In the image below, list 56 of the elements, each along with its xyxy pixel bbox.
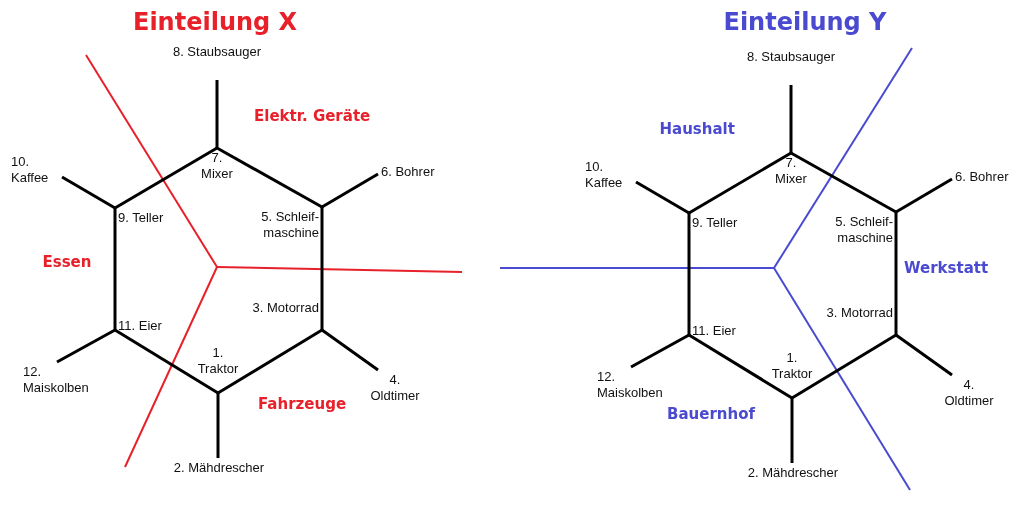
item-label: 9. Teller — [115, 208, 181, 236]
item-label: 2. Mähdrescher — [742, 463, 844, 501]
item-label: 11. Eier — [689, 321, 747, 341]
item-label: 12. Maiskolben — [20, 362, 106, 398]
item-label: 6. Bohrer — [378, 162, 452, 182]
item-label: 8. Staubsauger — [168, 42, 266, 80]
item-label: 2. Mähdrescher — [168, 458, 270, 496]
connector-line — [687, 213, 691, 335]
item-label: 10. Kaffee — [8, 152, 62, 190]
category-label: Werkstatt — [904, 259, 989, 277]
item-label: 3. Motorrad — [822, 303, 896, 335]
item-label: 10. Kaffee — [582, 157, 636, 195]
item-label: 4. Oldtimer — [362, 370, 428, 404]
item-label: 6. Bohrer — [952, 167, 1020, 187]
item-label: 4. Oldtimer — [936, 375, 1002, 409]
connector-line — [790, 398, 794, 463]
connector-line — [895, 333, 953, 377]
connector-line — [113, 208, 117, 330]
item-label: 1. Traktor — [194, 343, 242, 393]
connector-line — [217, 328, 323, 395]
connector-line — [789, 85, 793, 153]
connector-line — [216, 146, 323, 209]
connector-line — [895, 177, 953, 214]
item-label: 8. Staubsauger — [742, 47, 840, 85]
connector-line — [635, 180, 690, 215]
connector-line — [215, 80, 219, 148]
category-label: Bauernhof — [667, 405, 755, 423]
item-label: 5. Schleif- maschine — [822, 212, 896, 268]
connector-line — [61, 175, 116, 210]
connector-line — [630, 333, 690, 369]
item-label: 7. Mixer — [195, 148, 239, 186]
category-label: Essen — [42, 253, 92, 271]
connector-line — [321, 328, 379, 372]
connector-line — [114, 328, 219, 395]
connector-line — [894, 212, 898, 335]
item-label: 5. Schleif- maschine — [248, 207, 322, 263]
connector-line — [216, 393, 220, 458]
connector-line — [790, 151, 897, 214]
panel-title: Einteilung Y — [723, 8, 887, 36]
item-label: 1. Traktor — [768, 348, 816, 398]
category-label: Fahrzeuge — [258, 395, 347, 413]
connector-line — [688, 151, 792, 215]
connector-line — [114, 146, 218, 210]
connector-line — [321, 172, 379, 209]
item-label: 9. Teller — [689, 213, 755, 241]
item-label: 3. Motorrad — [248, 298, 322, 330]
item-label: 12. Maiskolben — [594, 367, 680, 403]
connector-line — [688, 333, 793, 400]
connector-line — [320, 207, 324, 330]
connector-line — [56, 328, 116, 364]
item-label: 7. Mixer — [769, 153, 813, 191]
category-label: Haushalt — [659, 120, 735, 138]
connector-line — [791, 333, 897, 400]
panel-title: Einteilung X — [133, 8, 298, 36]
category-label: Elektr. Geräte — [254, 107, 371, 125]
item-label: 11. Eier — [115, 316, 173, 336]
